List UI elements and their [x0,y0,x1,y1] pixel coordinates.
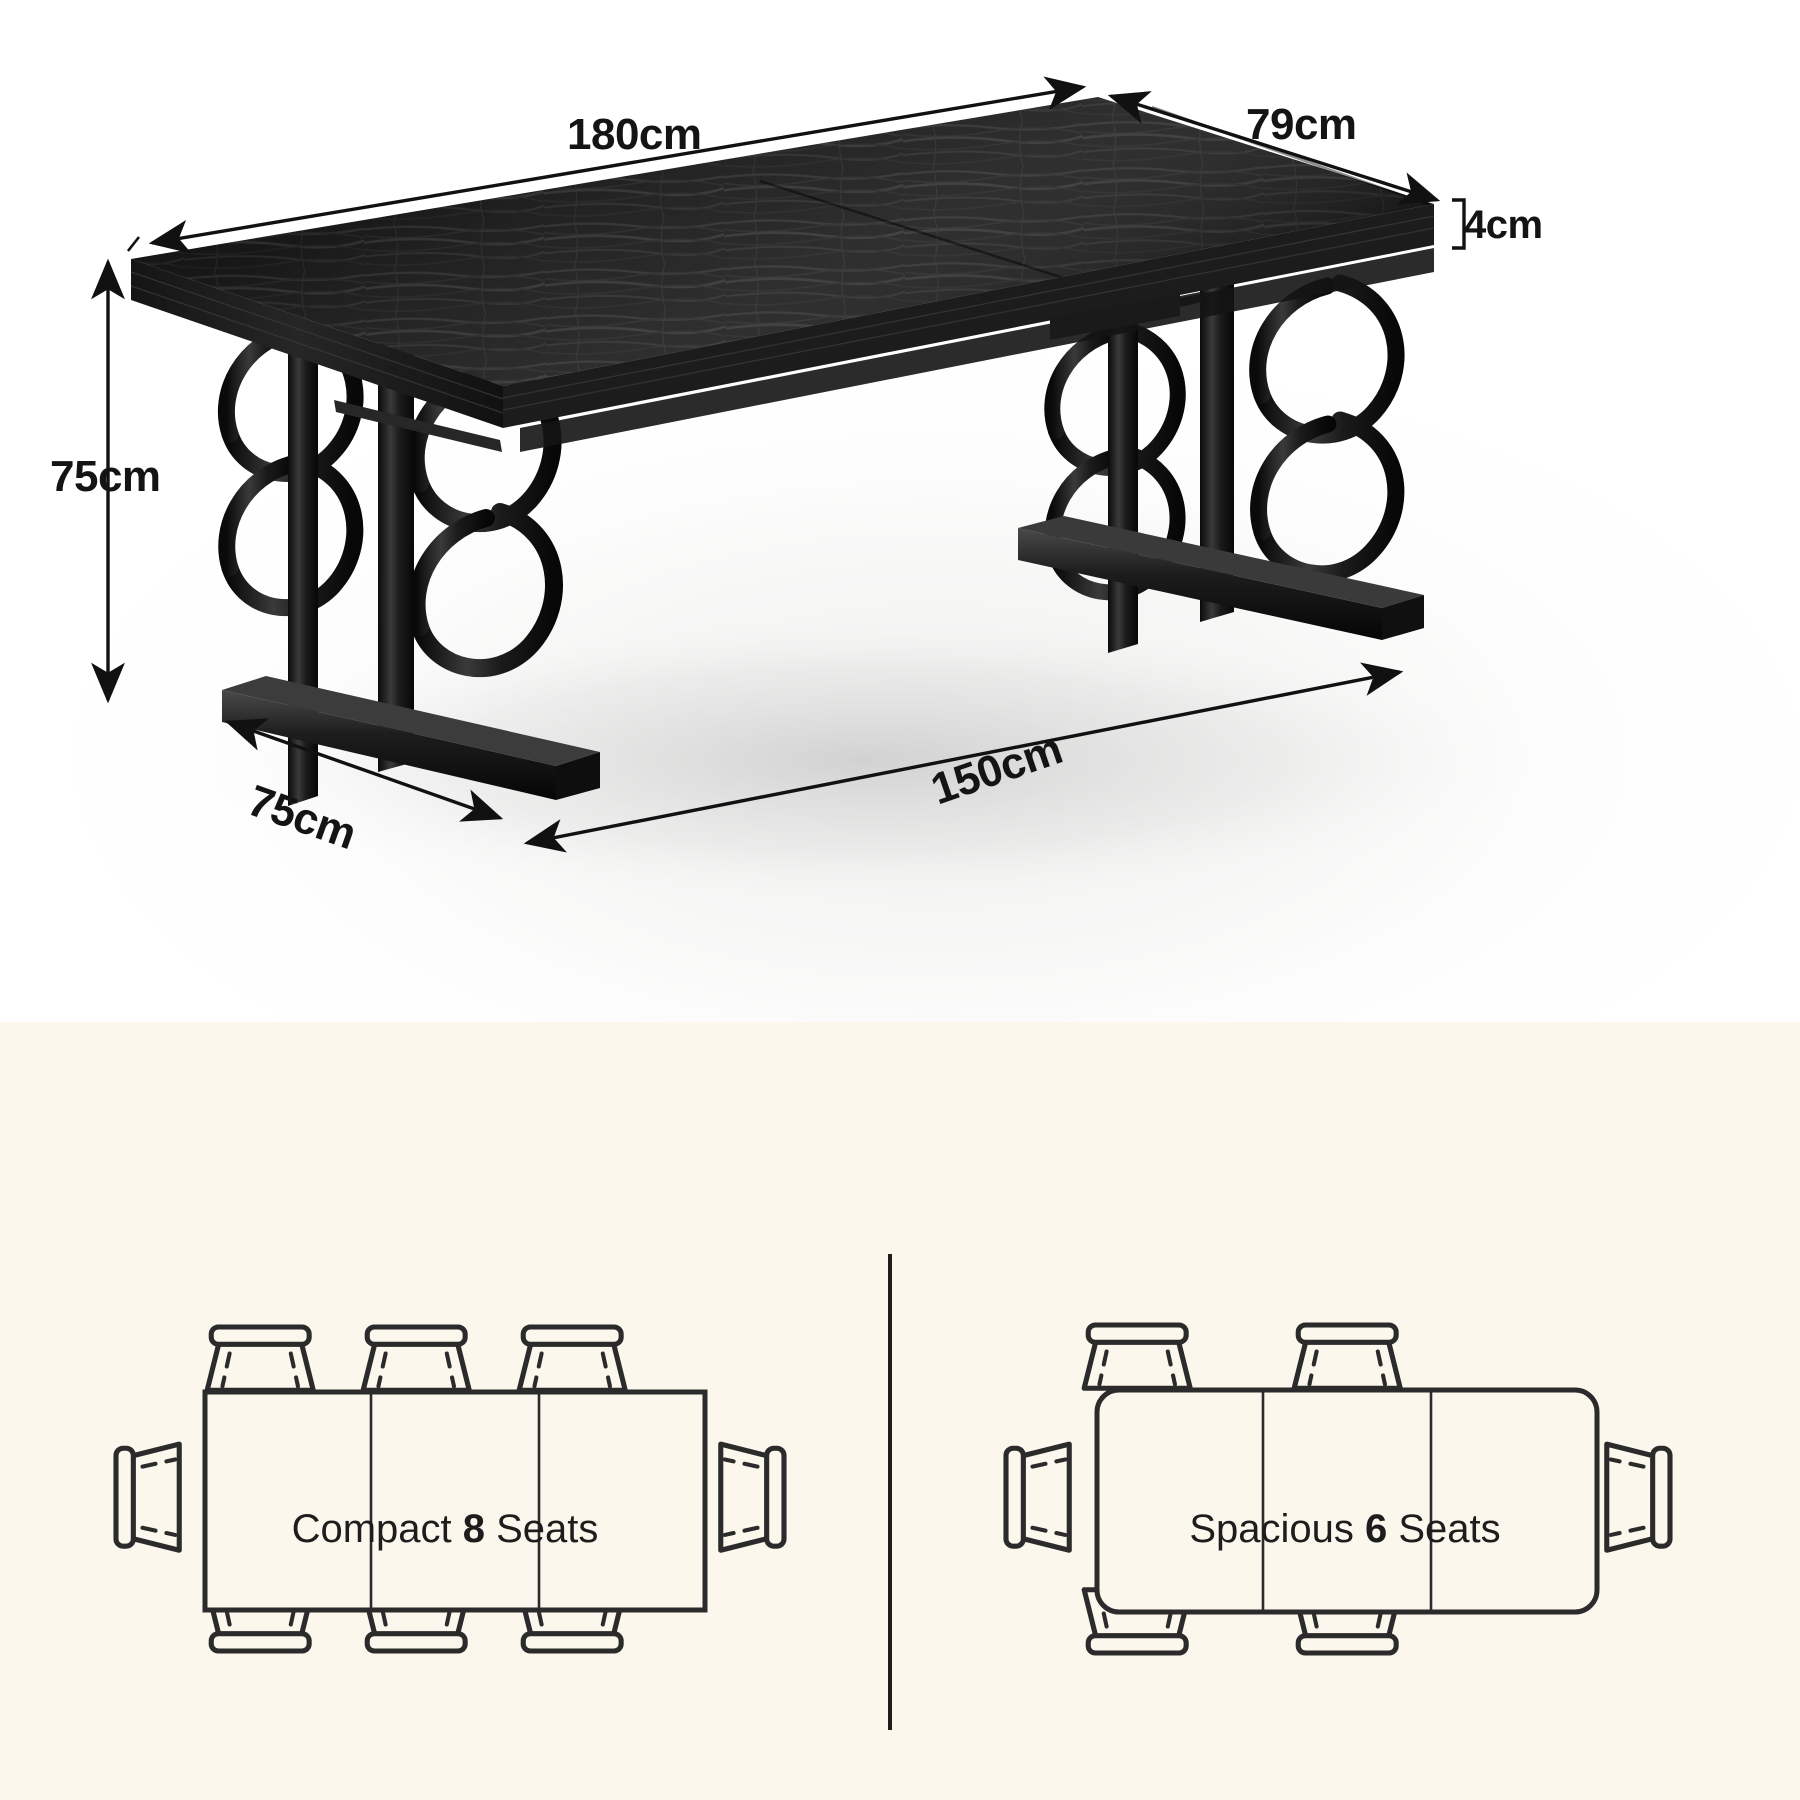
table-perspective-drawing [91,76,1560,910]
caption-spacious-prefix: Spacious [1189,1507,1365,1551]
caption-compact-prefix: Compact [291,1507,463,1551]
leg-post [1200,276,1234,622]
leg-post [1108,303,1138,653]
seating-layout-panel [0,1022,1800,1800]
caption-spacious-count: 6 [1365,1507,1388,1551]
dimension-label-thickness: 4cm [1464,203,1543,247]
seating-diagrams [0,1254,1800,1730]
table-leg-right [1018,274,1424,653]
caption-compact-suffix: Seats [485,1507,599,1551]
thickness-bracket-4cm [1452,198,1466,250]
chair-top [519,1327,625,1390]
table-top-view [1094,1387,1600,1615]
chair-top [1294,1325,1400,1388]
chair-top [363,1327,469,1390]
seating-layout-compact [116,1327,784,1651]
arrow-base-depth-75 [224,718,504,822]
dimension-arrows [91,76,1441,853]
caption-spacious-seats: Spacious 6 Seats [890,1507,1800,1552]
floor-shadow [160,610,1560,910]
leg-foot [1018,528,1382,640]
caption-compact-count: 8 [462,1507,485,1551]
dimension-diagram-panel: 180cm 79cm 4cm 75cm 75cm 150cm [0,0,1800,1022]
arrow-depth-79 [1107,91,1441,205]
chair-top [207,1327,313,1390]
dimension-label-depth: 79cm [1246,100,1357,149]
caption-spacious-suffix: Seats [1387,1507,1501,1551]
dimension-label-height: 75cm [50,452,161,501]
arrow-base-width-150 [523,662,1404,853]
arrow-width-180 [148,76,1087,254]
tabletop-edge-front [131,259,503,428]
dimension-label-width: 180cm [567,110,702,159]
table-top-view [202,1389,708,1613]
caption-compact-seats: Compact 8 Seats [0,1507,890,1552]
chair-top [1084,1325,1190,1388]
tabletop-edge-right [503,204,1434,428]
seating-layout-spacious [1006,1325,1670,1653]
